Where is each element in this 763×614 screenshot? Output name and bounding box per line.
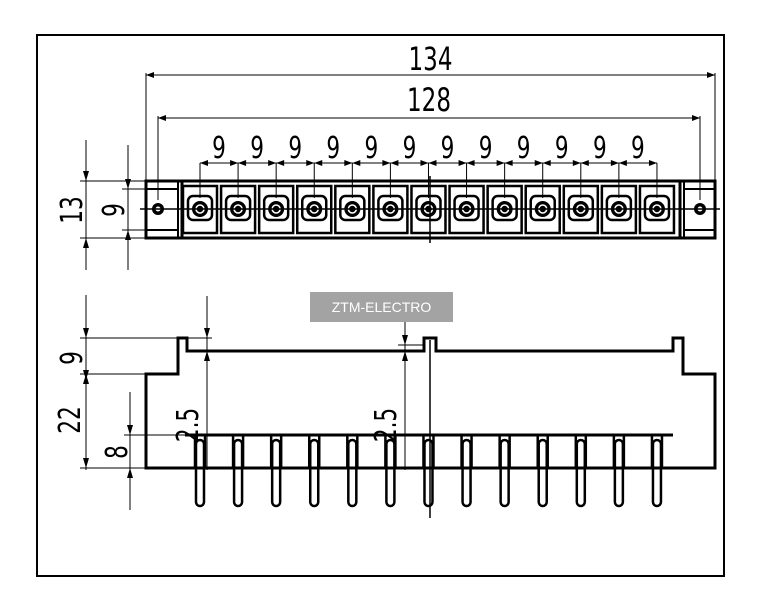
pin [651,438,663,508]
pitch-label: 9 [212,131,226,165]
dimension-label: 128 [407,81,451,119]
dimension-label: 9 [97,203,131,217]
arrow-icon [610,160,619,166]
terminal-screw-seat [186,194,214,222]
arrow-icon [352,160,361,166]
arrow-icon [504,160,513,166]
terminal-screw-seat [415,194,442,222]
watermark: ZTM-ELECTRO [310,292,453,322]
arrow-icon [534,160,543,166]
pin [347,438,358,508]
pin [385,438,396,508]
arrow-icon [204,328,210,338]
terminal-screw-seat [529,194,556,222]
arrow-icon [306,160,315,166]
arrow-icon [382,160,391,166]
arrow-icon [466,160,475,166]
pitch-label: 9 [250,131,264,165]
pin [194,438,206,508]
arrow-icon [83,370,89,380]
arrow-icon [125,230,131,240]
pin [537,438,548,508]
arrow-icon [618,160,627,166]
pitch-label: 9 [441,131,455,165]
arrow-icon [572,160,581,166]
arrow-icon [542,160,551,166]
dimension-label: 9 [55,351,89,365]
pitch-label: 9 [517,131,531,165]
arrow-icon [648,160,657,166]
pitch-label: 9 [593,131,607,165]
arrow-icon [83,171,89,181]
dimension-label: 2.5 [369,408,403,442]
arrow-icon [125,179,131,189]
terminal-screw-seat [491,194,518,222]
pin [575,438,587,508]
arrow-icon [707,72,715,78]
pitch-label: 9 [364,131,378,165]
terminal-screw-seat [377,194,404,222]
arrow-icon [238,160,247,166]
pitch-label: 9 [555,131,569,165]
pitch-label: 9 [631,131,645,165]
arrow-icon [692,115,700,121]
pin [270,438,282,508]
dimension-label: 13 [55,196,89,223]
arrow-icon [83,328,89,338]
arrow-icon [458,160,467,166]
terminal-screw-seat [262,194,290,222]
terminal-screw-seat [453,194,480,222]
arrow-icon [580,160,589,166]
terminal-screw-seat [339,194,366,222]
pin [613,438,625,508]
arrow-icon [127,425,133,435]
drawing-frame [36,34,725,577]
arrow-icon [314,160,323,166]
dimension-label: 134 [409,40,453,78]
terminal-screw-seat [300,194,328,222]
pitch-label: 9 [479,131,493,165]
pin [461,438,472,508]
arrow-icon [230,160,239,166]
terminal-screw-seat [643,194,671,222]
arrow-icon [402,335,408,345]
arrow-icon [127,468,133,478]
arrow-icon [276,160,285,166]
terminal-screw-seat [605,194,633,222]
pitch-label: 9 [288,131,302,165]
pin [499,438,510,508]
arrow-icon [83,238,89,248]
arrow-icon [420,160,429,166]
arrow-icon [402,351,408,361]
pin [423,438,434,508]
terminal-screw-seat [224,194,252,222]
arrow-icon [200,160,208,166]
arrow-icon [83,458,89,468]
arrow-icon [428,160,437,166]
pitch-label: 9 [403,131,417,165]
arrow-icon [158,115,166,121]
terminal-screw-seat [567,194,595,222]
dimension-label: 8 [100,445,134,459]
arrow-icon [146,72,154,78]
arrow-icon [496,160,505,166]
arrow-icon [390,160,399,166]
arrow-icon [268,160,277,166]
pin [308,438,320,508]
dimension-label: 2.5 [171,408,205,442]
front-view-body [144,336,717,470]
pitch-label: 9 [326,131,340,165]
arrow-icon [344,160,353,166]
pin [232,438,244,508]
arrow-icon [204,351,210,361]
dimension-label: 22 [53,406,87,433]
